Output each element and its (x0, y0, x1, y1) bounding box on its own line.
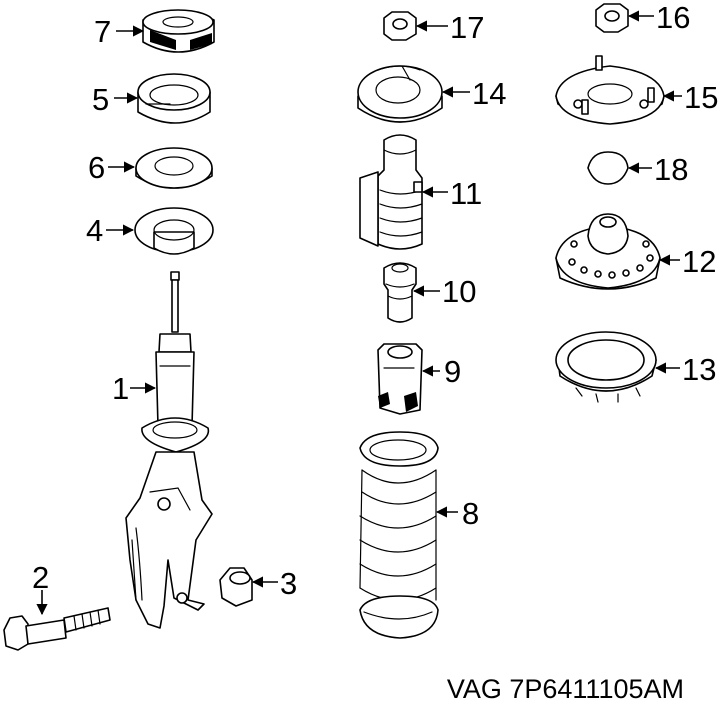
part-9-drawing (377, 343, 423, 415)
callout-14: 14 (472, 76, 506, 111)
callout-2: 2 (32, 560, 49, 595)
part-7-drawing (142, 9, 215, 53)
part-8-drawing (359, 431, 439, 639)
part-10-drawing (383, 262, 417, 323)
callout-16: 16 (656, 0, 690, 35)
callout-12: 12 (682, 244, 716, 279)
callout-8: 8 (462, 496, 479, 531)
part-18-drawing (587, 151, 629, 185)
part-6-drawing (135, 147, 213, 189)
part-16-drawing (595, 3, 629, 33)
callout-4: 4 (86, 213, 103, 248)
callout-18: 18 (654, 152, 688, 187)
callout-9: 9 (444, 354, 461, 389)
callout-5: 5 (92, 82, 109, 117)
callout-17: 17 (450, 10, 484, 45)
part-15-drawing (555, 55, 665, 125)
part-3-drawing (219, 567, 253, 607)
part-1-drawing (125, 271, 213, 629)
leader-arrows (36, 10, 682, 616)
part-12-drawing (555, 213, 661, 290)
part-4-drawing (134, 207, 214, 255)
callout-7: 7 (94, 14, 111, 49)
callout-15: 15 (684, 80, 718, 115)
part-17-drawing (383, 11, 417, 41)
callout-13: 13 (682, 352, 716, 387)
part-14-drawing (357, 65, 443, 123)
part-number-caption: VAG 7P6411105AM (447, 674, 684, 704)
callout-1: 1 (112, 371, 129, 406)
callout-11: 11 (450, 176, 482, 211)
callout-6: 6 (88, 150, 105, 185)
callout-3: 3 (280, 566, 297, 601)
part-11-drawing (359, 134, 423, 250)
part-2-drawing (3, 607, 111, 651)
part-13-drawing (555, 331, 657, 403)
part-5-drawing (137, 73, 211, 124)
callout-10: 10 (442, 274, 476, 309)
